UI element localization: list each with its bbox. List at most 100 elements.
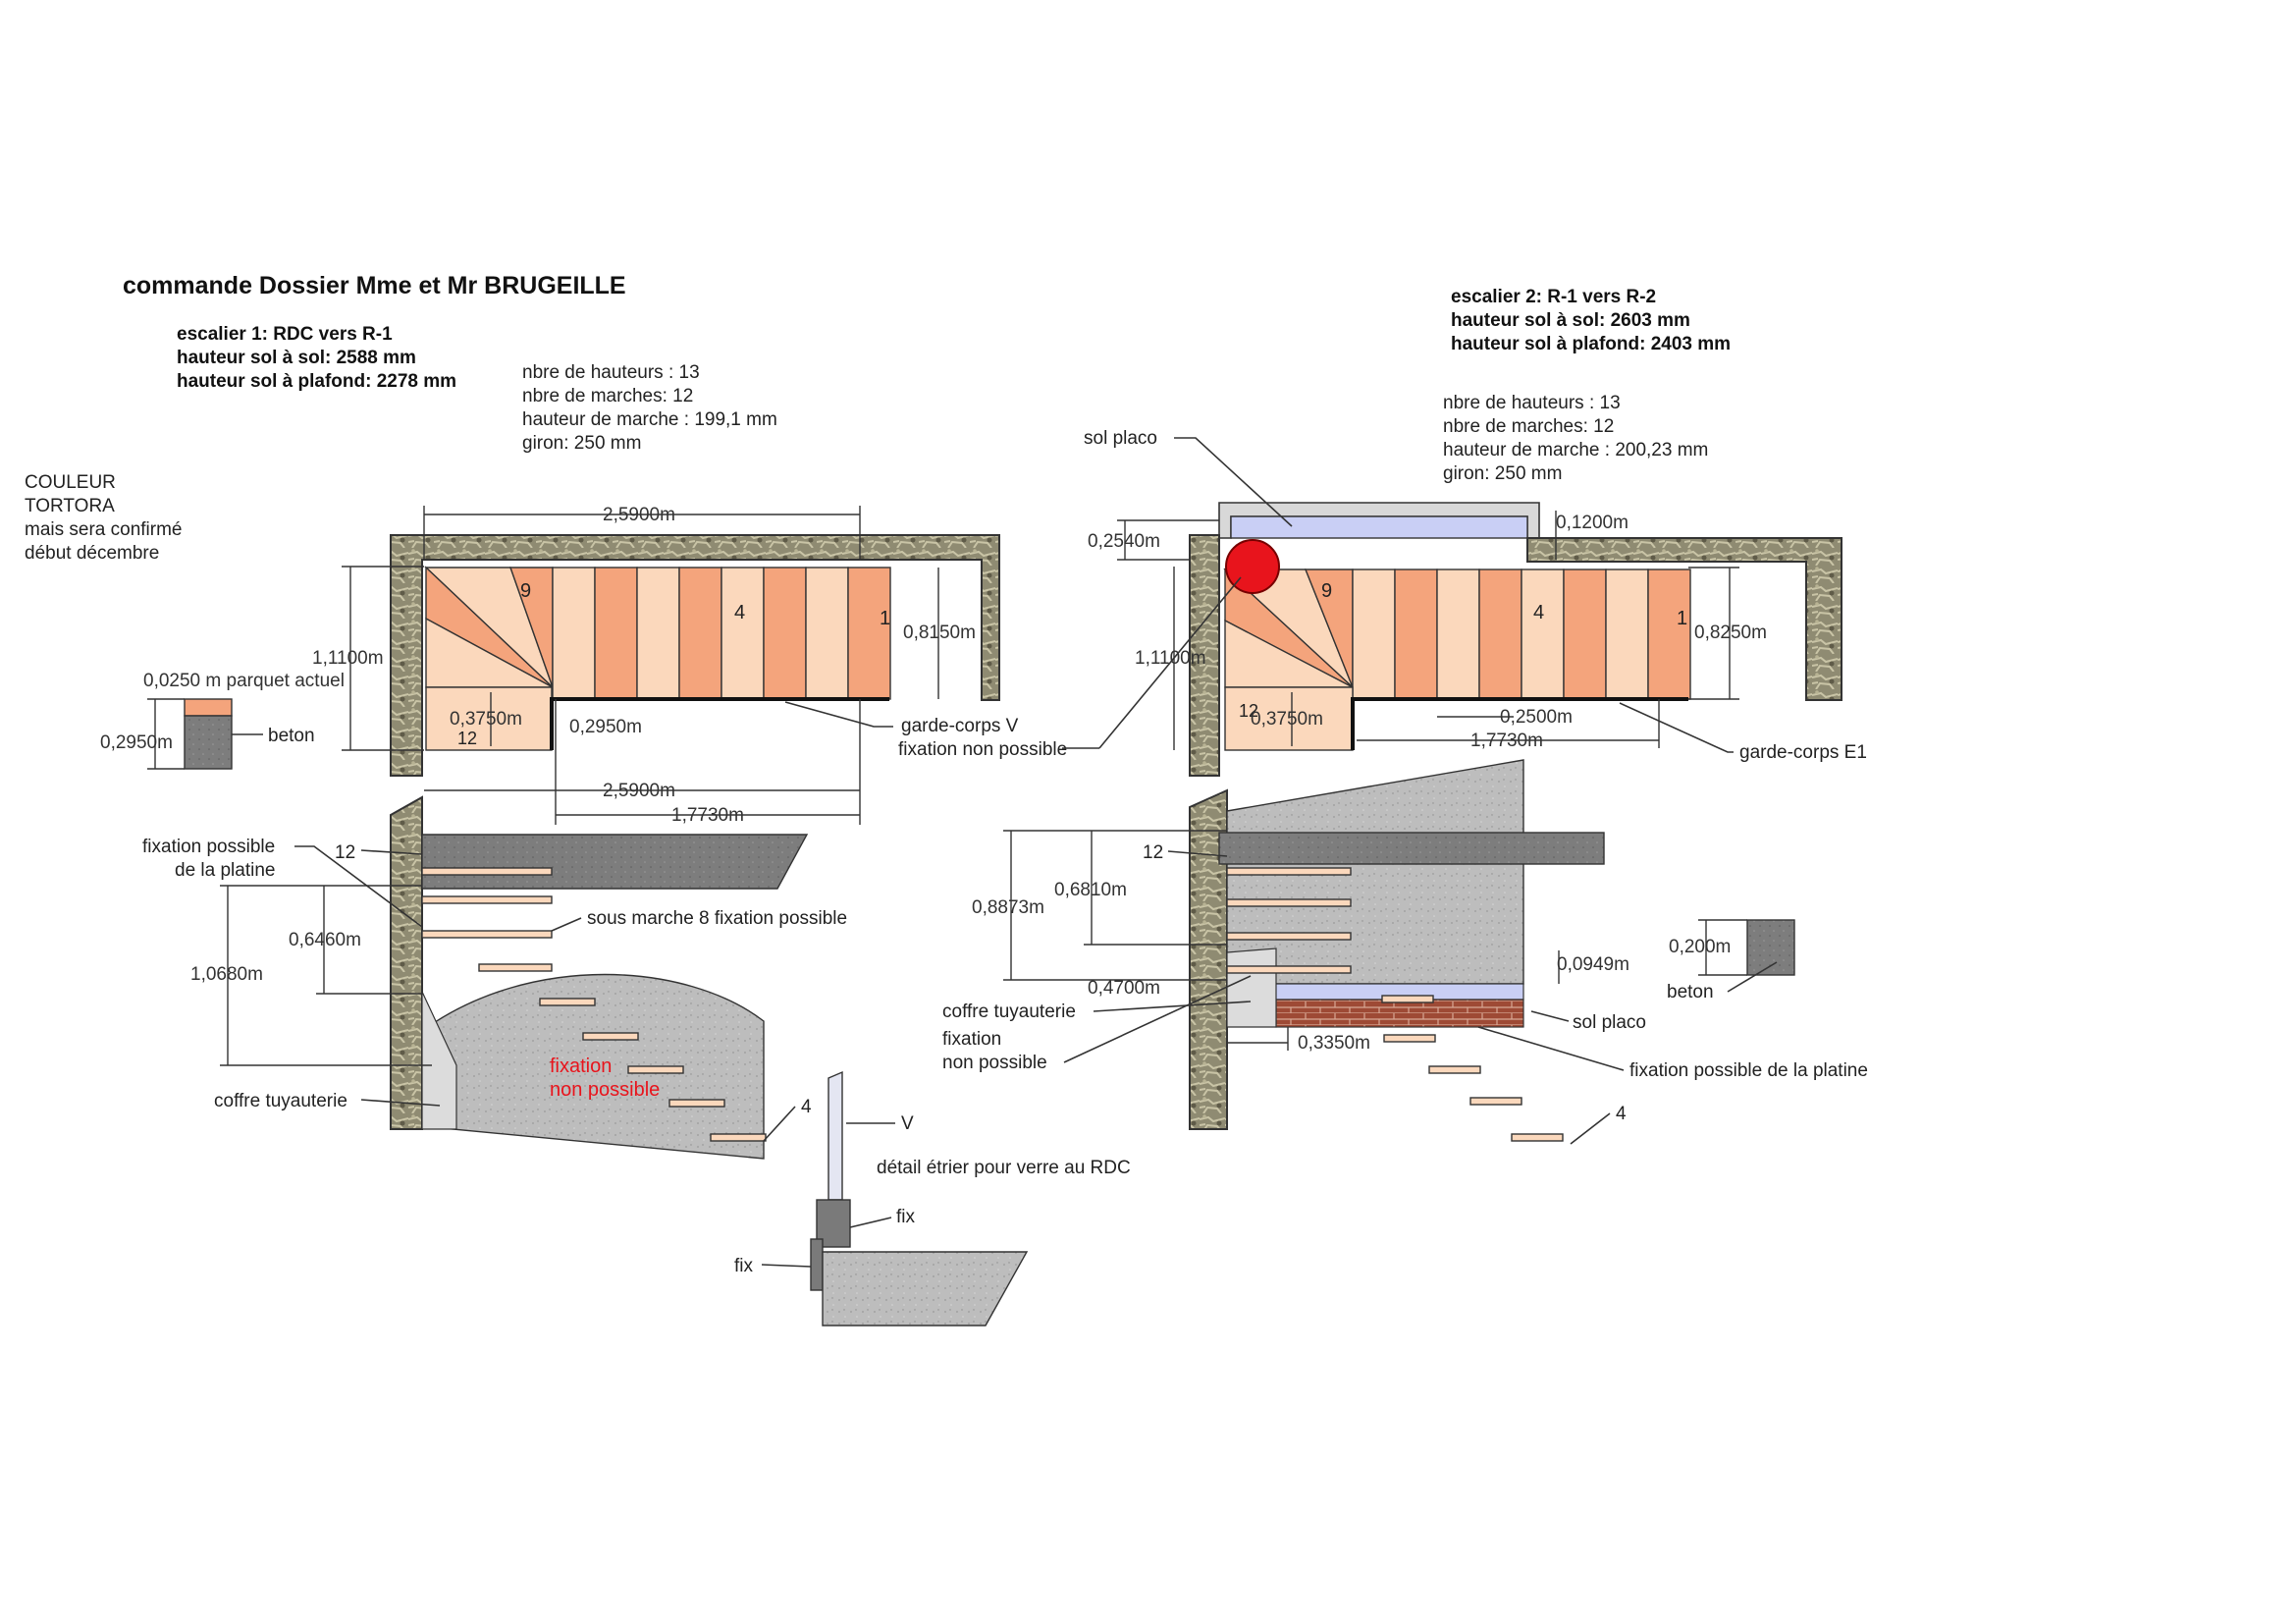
stair2-leader-line — [1477, 1026, 1625, 1071]
stair1-dim-label: 0,8150m — [903, 623, 976, 643]
stair2-brick-floor — [1275, 999, 1524, 1028]
stair1-spec-line: nbre de hauteurs : 13 — [522, 362, 700, 383]
stair2-leader-line — [1530, 1010, 1570, 1022]
stair2-dim-label: 0,8250m — [1694, 623, 1767, 643]
stair2-landing — [1224, 686, 1354, 751]
tread-slice — [1428, 1065, 1481, 1074]
stair2-header-line: hauteur sol à plafond: 2403 mm — [1451, 334, 1731, 354]
stair1-dim-label: 2,5900m — [603, 505, 675, 525]
stair2-dim-label: 0,2540m — [1088, 531, 1160, 552]
glass-panel — [828, 1070, 843, 1201]
tread-slice — [539, 998, 596, 1006]
stair1-leader-line — [763, 1106, 796, 1142]
tread-slice — [1226, 932, 1352, 941]
stair2-header-line: hauteur sol à sol: 2603 mm — [1451, 310, 1690, 331]
stair1-dim-label: 1,0680m — [190, 964, 263, 985]
stair1-concrete-mass — [421, 973, 765, 1160]
stair2-plan: 9 4 1 12 sol placo 0,2540m 0,1200m 1,110… — [1062, 428, 1867, 777]
stair2-leader-line — [1727, 961, 1778, 993]
stair2-dim-label: 0,6810m — [1054, 880, 1127, 900]
plan-step — [721, 567, 765, 700]
plan-step — [1647, 568, 1691, 700]
tread-slice — [421, 867, 553, 876]
plan-step — [1436, 568, 1480, 700]
stair2-leader-line — [1174, 437, 1293, 527]
stair2-header-line: escalier 2: R-1 vers R-2 — [1451, 287, 1656, 307]
stair1-leader-line — [784, 701, 893, 728]
tread-slice — [1383, 1034, 1436, 1043]
stair2-step-number: 12 — [1143, 842, 1163, 863]
tread-slice — [1226, 867, 1352, 876]
beton-block — [1746, 919, 1795, 976]
tread-slice — [1226, 965, 1352, 974]
tread-slice — [1469, 1097, 1522, 1106]
coffre-label: coffre tuyauterie — [214, 1091, 347, 1111]
stair2-top-slab — [1218, 832, 1605, 865]
stair2-wall — [1189, 534, 1220, 777]
tread-slice — [627, 1065, 684, 1074]
stair1-leader-line — [360, 1099, 441, 1107]
stair1-dim-label: 0,2950m — [569, 717, 642, 737]
stair2-straight-steps — [1352, 568, 1691, 700]
stair2-spec-line: nbre de hauteurs : 13 — [1443, 393, 1621, 413]
page-title: commande Dossier Mme et Mr BRUGEILLE — [123, 272, 626, 299]
stair2-header: escalier 2: R-1 vers R-2 hauteur sol à s… — [1451, 287, 1731, 354]
colour-note-line: mais sera confirmé — [25, 519, 183, 540]
plan-step — [1563, 568, 1607, 700]
stair2-step-number: 1 — [1677, 608, 1687, 629]
stair1-dim-label: 0,2950m — [100, 732, 173, 753]
stair1-landing — [425, 686, 553, 751]
stair1-dim-label: 0,0250 m parquet actuel — [143, 671, 345, 691]
stair1-dim-label: 1,7730m — [671, 805, 744, 826]
stair1-plan: 9 4 1 12 2,5900m 1,1100m 0,8150m 0,3750m… — [312, 505, 1067, 826]
stair2-dim-label: 0,2500m — [1500, 707, 1573, 728]
stair2-spec-line: giron: 250 mm — [1443, 463, 1562, 484]
stair2-wall — [1526, 537, 1842, 701]
tread-slice — [421, 930, 553, 939]
stair2-garde-corps-label: garde-corps E1 — [1739, 742, 1867, 763]
tread-slice — [1226, 898, 1352, 907]
stair1-header-line: hauteur sol à plafond: 2278 mm — [177, 371, 456, 392]
stair2-leader-line — [1063, 975, 1252, 1063]
stair2-dim-label: 1,7730m — [1470, 731, 1543, 751]
stair1-elevation-wall — [390, 795, 423, 1130]
sous-marche-label: sous marche 8 fixation possible — [587, 908, 847, 929]
stair2-dim-label: 0,0949m — [1557, 954, 1629, 975]
stair1-wall — [390, 534, 1000, 777]
stair1-step-number: 4 — [734, 602, 745, 623]
stair2-dim-label: 1,1100m — [1135, 648, 1206, 669]
tread-slice — [1381, 995, 1434, 1003]
beton-label: beton — [1667, 982, 1714, 1002]
stair1-spec-line: nbre de marches: 12 — [522, 386, 693, 406]
stair2-spec-line: hauteur de marche : 200,23 mm — [1443, 440, 1708, 460]
detail-etrier: V détail étrier pour verre au RDC fix fi… — [734, 1070, 1131, 1326]
stair1-spec-line: hauteur de marche : 199,1 mm — [522, 409, 777, 430]
stair1-dim-label: 1,1100m — [312, 648, 384, 669]
sol-placo-label: sol placo — [1573, 1012, 1646, 1033]
tread-slice — [421, 895, 553, 904]
plan-step — [552, 567, 596, 700]
detail-v-label: V — [901, 1113, 914, 1134]
stair2-dim-label: 0,4700m — [1088, 978, 1160, 999]
fixation-red-label: fixation — [550, 1056, 612, 1077]
colour-note-line: début décembre — [25, 543, 159, 564]
sol-placo-top-label: sol placo — [1084, 428, 1157, 449]
stair2-step-number: 4 — [1533, 602, 1544, 623]
stair2-leader-line — [1167, 850, 1228, 857]
stair2-leader-line — [1619, 702, 1734, 753]
stair1-beton-sample: 0,2950m 0,0250 m parquet actuel beton — [100, 671, 345, 770]
tread-slice — [478, 963, 553, 972]
stair2-dim-label: 0,8873m — [972, 897, 1044, 918]
stair1-header-line: escalier 1: RDC vers R-1 — [177, 324, 393, 345]
stair2-step-number: 9 — [1321, 580, 1332, 602]
stair2-coffre — [1226, 947, 1277, 1028]
stair1-spec-line: giron: 250 mm — [522, 433, 641, 454]
stair2-leader-line — [1098, 576, 1242, 749]
stair2-spec-line: nbre de marches: 12 — [1443, 416, 1614, 437]
tread-slice — [710, 1133, 767, 1142]
stair2-step-number: 4 — [1616, 1104, 1627, 1124]
plan-step — [1352, 568, 1396, 700]
stair1-straight-steps — [552, 567, 891, 700]
colour-note-line: TORTORA — [25, 496, 115, 516]
stair2-specs: nbre de hauteurs : 13 nbre de marches: 1… — [1443, 393, 1708, 484]
